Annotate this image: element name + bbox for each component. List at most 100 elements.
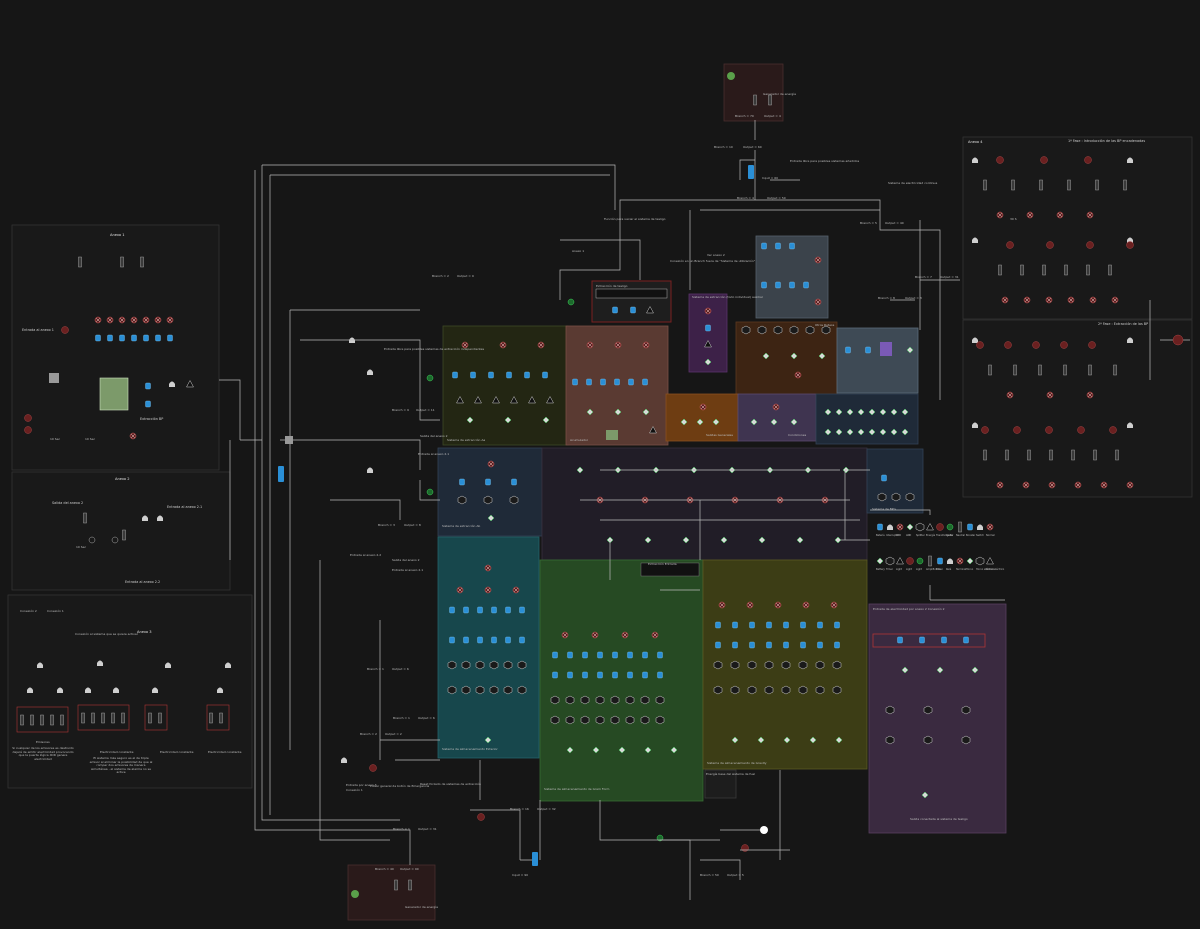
transformer-icon [1011, 179, 1015, 191]
legend-label: Transformador [936, 534, 953, 537]
annex1-title: Anexo 1 [110, 233, 125, 237]
legend-label: Batería [876, 534, 885, 537]
legend-label: Relé [946, 568, 952, 571]
storage-cube-icon [489, 660, 499, 670]
relay-cross-icon [1068, 297, 1074, 303]
transformer-icon [768, 94, 772, 106]
logic-gate-icon [972, 157, 978, 163]
mid-anexo1: Anexo 1 [572, 249, 584, 253]
switch-node-icon [1004, 341, 1012, 349]
legend-label: Energía [926, 534, 936, 537]
splitter-icon [835, 428, 843, 436]
logic-gate-icon [367, 467, 373, 473]
annex4-phase2-panel [962, 319, 1193, 498]
relay-cross-icon [775, 602, 781, 608]
top-branch4: Branch = 4 [737, 196, 754, 200]
legend-label: Battery [876, 568, 885, 571]
battery-icon [834, 621, 840, 629]
splitter-icon [835, 408, 843, 416]
annex2-entrada22: Entrada al anexo 2.2 [125, 580, 160, 584]
transformer-icon [1071, 449, 1075, 461]
battery-icon [449, 606, 455, 614]
battery-icon [705, 324, 711, 332]
storage-cube-icon [885, 705, 895, 715]
battery-icon [715, 641, 721, 649]
battery-icon [452, 371, 458, 379]
mid-branchm2: Branch = 2 [360, 732, 377, 736]
battery-icon [567, 651, 573, 659]
storage-cube-icon [610, 695, 620, 705]
relay-cross-icon [592, 632, 598, 638]
legend-label: Normal [986, 534, 995, 537]
storage-cube-icon [789, 325, 799, 335]
mid-conexion1: Conexión 1 [346, 788, 363, 792]
mid-pulsar: Pulsar general de botón de Emergencia [370, 784, 429, 788]
splitter-icon [971, 666, 979, 674]
storage-cube-icon [595, 695, 605, 705]
battery-icon [582, 651, 588, 659]
switch-node-icon [976, 341, 984, 349]
mid-output32: Output = 32 [537, 807, 556, 811]
splitter-icon [846, 428, 854, 436]
relay-cross-icon [167, 317, 173, 323]
logic-gate-icon [972, 237, 978, 243]
switch-node-icon [1032, 341, 1040, 349]
legend-label: XOR [896, 534, 901, 537]
storage-cube-icon [923, 705, 933, 715]
logic-gate-icon [27, 687, 33, 693]
storage-cube-icon [905, 492, 915, 502]
mid-branch1b: Branch = 1 [393, 827, 410, 831]
relay-cross-icon [155, 317, 161, 323]
relay-cross-icon [457, 587, 463, 593]
relay-cross-icon [997, 212, 1003, 218]
transformer-icon [91, 712, 95, 724]
battery-icon [789, 281, 795, 289]
annex3-title: Anexo 3 [137, 630, 152, 634]
mid-funcion: Función para vaciar el sistema de teslig… [604, 217, 666, 221]
battery-icon [519, 606, 525, 614]
storage-cube-icon [475, 685, 485, 695]
relay-cross-icon [897, 524, 903, 530]
annex1-sec1: 10 Sec [50, 437, 61, 441]
mid-branch40: Branch = 40 [375, 867, 394, 871]
caption-ab: Sistema de extracción Ab [442, 524, 480, 528]
transformer-icon [120, 256, 124, 268]
mid-branch9: Branch = 9 [392, 408, 409, 412]
transformer-icon [1042, 264, 1046, 276]
battery-icon [519, 636, 525, 644]
switch-node-icon [936, 523, 944, 531]
logic-gate-icon [1127, 157, 1133, 163]
transformer-icon [928, 555, 932, 567]
splitter-icon [879, 408, 887, 416]
relay-cross-icon [1075, 482, 1081, 488]
storage-cube-icon [655, 715, 665, 725]
storage-cube-icon [580, 715, 590, 725]
battery-icon [485, 478, 491, 486]
switch-node-icon [1172, 334, 1184, 346]
green-node-icon [656, 834, 664, 842]
splitter-icon [966, 557, 974, 565]
switch-node-icon [477, 813, 485, 821]
transformer-icon [40, 714, 44, 726]
transformer-icon [140, 256, 144, 268]
transformer-icon [1108, 264, 1112, 276]
region-tesligo [591, 280, 672, 323]
battery-icon [766, 641, 772, 649]
storage-cube-icon [891, 492, 901, 502]
logic-gate-icon [341, 757, 347, 763]
relay-cross-icon [462, 342, 468, 348]
battery-icon [143, 334, 149, 342]
battery-icon [600, 378, 606, 386]
mid-entrada23: Entrada al anexo 2.1 [392, 568, 423, 572]
annex3-conexion: Conexión al sistema que se quiere activa… [75, 632, 139, 636]
relay-cross-icon [997, 482, 1003, 488]
switch-node-icon [906, 557, 914, 565]
battery-icon [505, 606, 511, 614]
splitter-icon [466, 416, 474, 424]
transformer-icon [408, 879, 412, 891]
splitter-icon [901, 666, 909, 674]
splitter-icon [644, 536, 652, 544]
transformer-icon [111, 712, 115, 724]
storage-cube-icon [805, 325, 815, 335]
